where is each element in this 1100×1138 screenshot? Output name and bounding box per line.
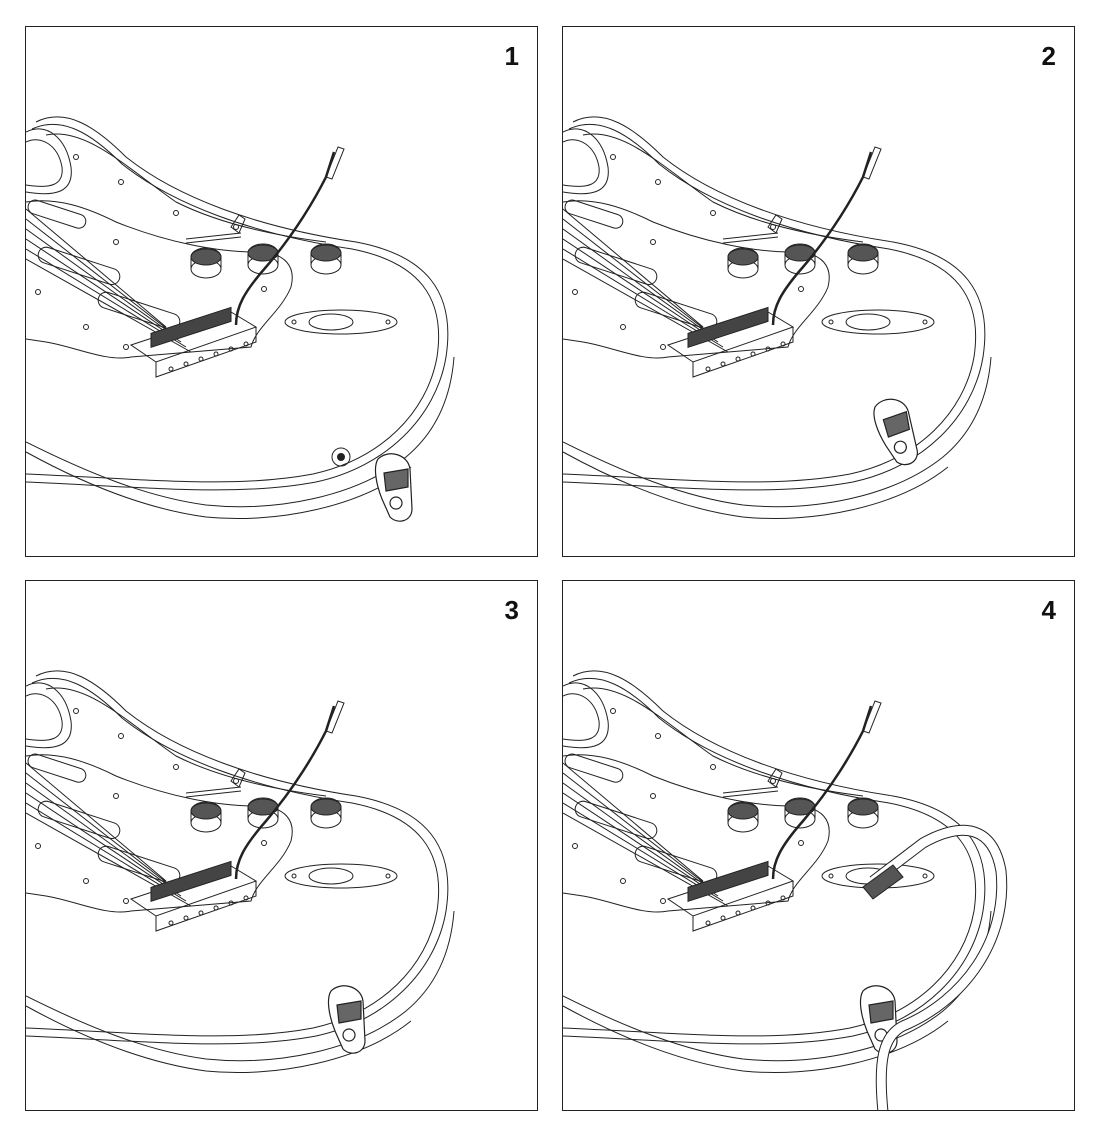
step-panel-3: 3 (25, 580, 538, 1111)
guitar-illustration (563, 115, 993, 520)
step-number: 2 (1041, 41, 1056, 71)
step-panel-2: 2 (562, 26, 1075, 557)
step-panel-4: 4 (562, 580, 1075, 1111)
cable-plug (862, 864, 904, 900)
strap-clip (871, 395, 920, 470)
step-number: 4 (1041, 595, 1056, 625)
step-number: 1 (504, 41, 519, 71)
step-panel-1: 1 (25, 26, 538, 557)
strap-button (331, 447, 351, 467)
guitar-illustration (26, 669, 456, 1074)
guitar-illustration (26, 115, 456, 522)
step-number: 3 (504, 595, 519, 625)
strap-clip (374, 453, 413, 522)
guitar-illustration (563, 669, 1008, 1110)
strap-clip (327, 985, 366, 1054)
